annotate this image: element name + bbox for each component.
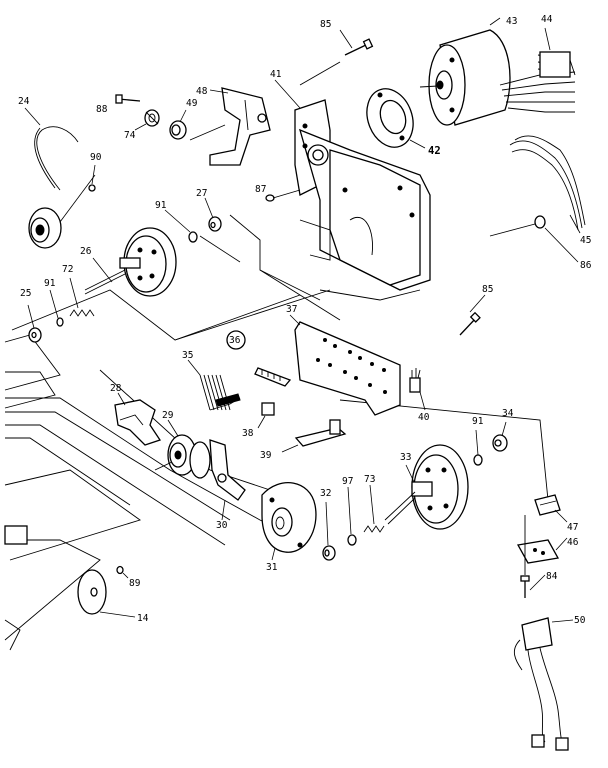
callout-29: 29 bbox=[162, 410, 174, 421]
part-42-flange bbox=[366, 88, 426, 149]
part-73-spring bbox=[363, 484, 385, 533]
callout-30: 30 bbox=[216, 520, 228, 531]
callout-72: 72 bbox=[62, 264, 73, 275]
part-27-washer bbox=[164, 197, 222, 243]
part-37-circuit-board bbox=[289, 314, 401, 416]
callout-48: 48 bbox=[196, 86, 208, 97]
callout-34: 34 bbox=[502, 408, 514, 419]
callout-42: 42 bbox=[428, 145, 441, 157]
callout-44: 44 bbox=[541, 14, 553, 25]
part-33-pulley bbox=[384, 444, 469, 530]
part-85-screw-top bbox=[299, 29, 374, 86]
part-25-washer bbox=[27, 277, 95, 343]
part-86-screw bbox=[489, 215, 579, 263]
part-36-connector bbox=[226, 330, 292, 387]
part-14-disc bbox=[77, 569, 136, 618]
callout-31: 31 bbox=[266, 562, 278, 573]
part-88-screw bbox=[115, 94, 141, 104]
callout-46: 46 bbox=[567, 537, 579, 548]
callout-14: 14 bbox=[137, 613, 149, 624]
callout-labels: 24 88 74 49 48 41 85 43 44 42 90 87 27 9… bbox=[18, 14, 592, 626]
part-26-pulley bbox=[84, 227, 241, 297]
base-frame-outline bbox=[4, 334, 301, 651]
part-34-washer bbox=[473, 421, 508, 466]
part-41-chassis bbox=[274, 79, 431, 301]
part-49-bushing bbox=[169, 109, 187, 140]
part-90-gear bbox=[28, 164, 96, 249]
part-44-cable-bundle bbox=[499, 27, 576, 113]
callout-32: 32 bbox=[320, 488, 331, 499]
part-31-disc-plate bbox=[261, 482, 317, 561]
callout-91-left: 91 bbox=[44, 278, 56, 289]
callout-86: 86 bbox=[580, 260, 592, 271]
callout-84: 84 bbox=[546, 571, 558, 582]
callout-88: 88 bbox=[96, 104, 108, 115]
part-29-gear bbox=[154, 419, 211, 479]
callout-38: 38 bbox=[242, 428, 254, 439]
part-38-clip bbox=[257, 402, 275, 429]
part-40-sensor bbox=[409, 368, 426, 411]
callout-40: 40 bbox=[418, 412, 430, 423]
callout-25: 25 bbox=[20, 288, 31, 299]
part-85-screw-middle bbox=[459, 294, 486, 336]
callout-91-upper: 91 bbox=[155, 200, 167, 211]
callout-74: 74 bbox=[124, 130, 136, 141]
callout-24: 24 bbox=[18, 96, 30, 107]
callout-91-right: 91 bbox=[472, 416, 484, 427]
part-50-wiring bbox=[513, 617, 574, 751]
callout-35: 35 bbox=[182, 350, 193, 361]
callout-90: 90 bbox=[90, 152, 102, 163]
callout-47: 47 bbox=[567, 522, 578, 533]
callout-85-middle: 85 bbox=[482, 284, 493, 295]
part-97-washer bbox=[347, 486, 357, 546]
callout-45: 45 bbox=[580, 235, 591, 246]
part-43-motor bbox=[419, 17, 511, 126]
part-87-screw bbox=[265, 189, 301, 202]
callout-85-top: 85 bbox=[320, 19, 331, 30]
part-32-bushing bbox=[322, 501, 336, 561]
callout-41: 41 bbox=[270, 69, 282, 80]
callout-36: 36 bbox=[229, 335, 241, 346]
part-84-screw bbox=[520, 574, 546, 598]
part-24-spring bbox=[24, 107, 79, 191]
part-48-bracket bbox=[189, 87, 271, 166]
callout-89: 89 bbox=[129, 578, 141, 589]
callout-97: 97 bbox=[342, 476, 353, 487]
part-89-washer bbox=[116, 565, 129, 579]
part-28-bracket bbox=[114, 392, 162, 446]
callout-73: 73 bbox=[364, 474, 375, 485]
reference-lines bbox=[11, 214, 549, 501]
callout-39: 39 bbox=[260, 450, 272, 461]
part-45-wire bbox=[509, 135, 586, 234]
callout-33: 33 bbox=[400, 452, 411, 463]
callout-28: 28 bbox=[110, 383, 122, 394]
callout-26: 26 bbox=[80, 246, 92, 257]
part-74-spring bbox=[134, 109, 160, 131]
callout-49: 49 bbox=[186, 98, 198, 109]
part-39-lever bbox=[281, 419, 347, 453]
callout-43: 43 bbox=[506, 16, 517, 27]
part-47-connector-block bbox=[534, 494, 568, 523]
callout-87: 87 bbox=[255, 184, 266, 195]
part-35-ribbon bbox=[187, 359, 241, 411]
callout-37: 37 bbox=[286, 304, 297, 315]
callout-27: 27 bbox=[196, 188, 207, 199]
callout-50: 50 bbox=[574, 615, 586, 626]
part-30-lever bbox=[209, 439, 246, 521]
